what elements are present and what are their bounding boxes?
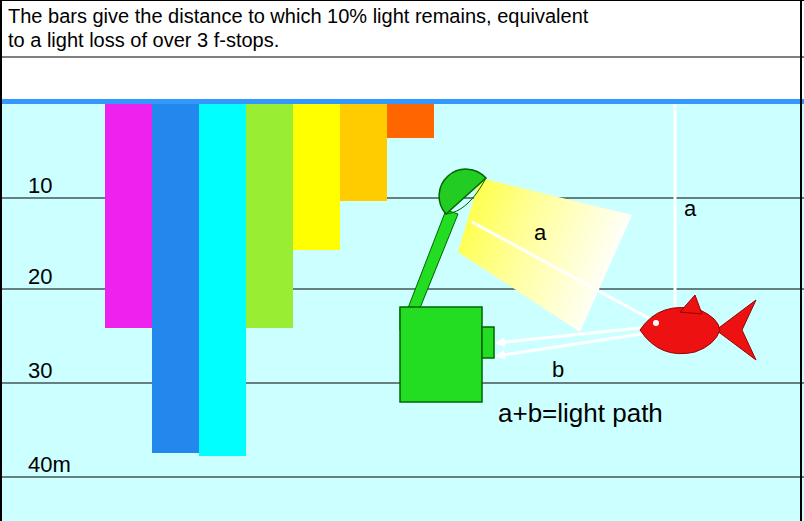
- depth-label: 40m: [28, 454, 71, 476]
- orange-bar: [387, 104, 434, 138]
- fish-fin: [680, 295, 702, 314]
- strobe-arm: [408, 210, 458, 308]
- fish-eye: [653, 320, 659, 326]
- camera-rig: [400, 169, 494, 402]
- fish-tail: [716, 300, 756, 360]
- depth-label: 20: [28, 266, 52, 288]
- camera-port: [482, 327, 494, 358]
- frame-line: [0, 0, 2, 521]
- green-bar: [246, 104, 293, 328]
- frame-line: [0, 0, 804, 1]
- magenta-bar: [105, 104, 152, 328]
- water-surface: [0, 99, 804, 104]
- amber-bar: [340, 104, 387, 201]
- path-label: a: [684, 198, 696, 220]
- reflected-path-arrow: [497, 333, 648, 356]
- strobe-head: [439, 169, 486, 214]
- header-note: The bars give the distance to which 10% …: [8, 4, 598, 52]
- frame-line: [800, 0, 802, 521]
- depth-label: 30: [28, 360, 52, 382]
- header-panel: [0, 0, 804, 102]
- fish: [640, 295, 756, 360]
- colour-bars: [105, 104, 434, 456]
- surface-path-line: [674, 104, 677, 316]
- path-label: b: [552, 359, 564, 381]
- blue-bar: [152, 104, 199, 453]
- water-ground: [0, 101, 804, 521]
- frame-line: [0, 57, 804, 58]
- cyan-bar: [199, 104, 246, 456]
- strobe-path-line: [472, 222, 652, 320]
- path-label: a: [534, 222, 546, 244]
- yellow-bar: [293, 104, 340, 250]
- depth-line: [0, 477, 804, 478]
- depth-label: 10: [28, 175, 52, 197]
- fish-body: [640, 308, 720, 354]
- strobe-lens: [446, 178, 486, 214]
- light-beam: [458, 178, 632, 332]
- camera-housing: [400, 307, 482, 402]
- formula-label: a+b=light path: [498, 400, 663, 426]
